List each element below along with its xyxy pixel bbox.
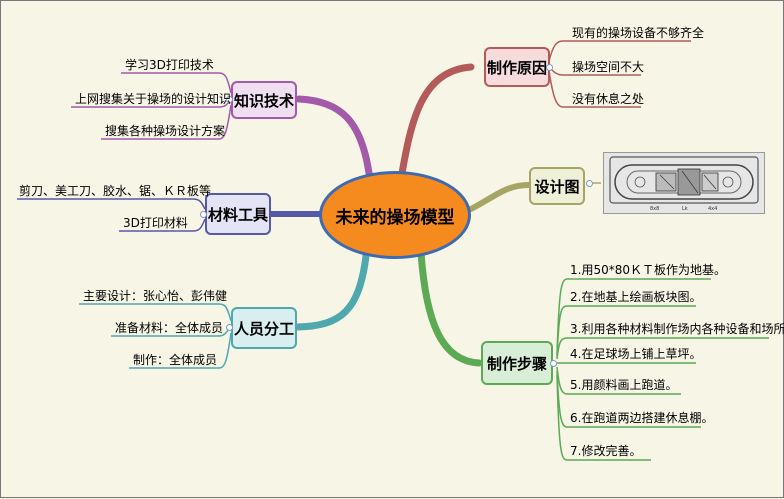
svg-text:4x4: 4x4 [708, 206, 717, 212]
node-reasons-label: 制作原因 [486, 58, 547, 77]
svg-text:8x8: 8x8 [650, 206, 659, 212]
svg-text:Lk: Lk [682, 206, 688, 212]
link-design [468, 182, 532, 212]
collapse-toggle-knowledge[interactable] [226, 96, 233, 103]
people-item[interactable]: 主要设计：张心怡、彭伟健 [83, 289, 228, 303]
central-topic-label: 未来的操场模型 [335, 207, 455, 228]
node-knowledge-label: 知识技术 [233, 91, 294, 110]
reason-item[interactable]: 现有的操场设备不够齐全 [572, 26, 705, 40]
node-steps[interactable]: 制作步骤 [481, 341, 553, 385]
collapse-toggle-materials[interactable] [200, 211, 207, 218]
node-knowledge[interactable]: 知识技术 [231, 81, 297, 119]
link-people [293, 252, 370, 331]
reason-item[interactable]: 操场空间不大 [572, 60, 645, 74]
central-topic[interactable]: 未来的操场模型 [319, 171, 471, 259]
collapse-toggle-reasons[interactable] [546, 64, 553, 71]
node-steps-label: 制作步骤 [486, 354, 547, 373]
node-reasons[interactable]: 制作原因 [484, 47, 550, 87]
step-item[interactable]: 3.利用各种材料制作场内各种设备和场所。 [570, 322, 784, 336]
knowledge-item[interactable]: 上网搜集关于操场的设计知识 [75, 92, 232, 106]
field-sketch-drawing: 8x8 Lk 4x4 [604, 153, 764, 213]
step-item[interactable]: 2.在地基上绘画板块图。 [570, 290, 702, 304]
node-design-label: 设计图 [534, 177, 580, 196]
node-people-label: 人员分工 [233, 319, 294, 338]
collapse-toggle-people[interactable] [226, 324, 233, 331]
collapse-toggle-design[interactable] [586, 180, 593, 187]
material-item[interactable]: 3D打印材料 [123, 216, 188, 230]
people-item[interactable]: 制作：全体成员 [133, 353, 218, 367]
material-item[interactable]: 剪刀、美工刀、胶水、锯、ＫＲ板等 [19, 184, 212, 198]
step-item[interactable]: 5.用颜料画上跑道。 [570, 378, 678, 392]
knowledge-item[interactable]: 学习3D打印技术 [125, 58, 214, 72]
node-materials-label: 材料工具 [207, 205, 268, 224]
link-knowledge [295, 95, 373, 177]
knowledge-item[interactable]: 搜集各种操场设计方案 [105, 124, 226, 138]
node-design[interactable]: 设计图 [529, 167, 585, 205]
link-reasons [397, 63, 475, 183]
people-item[interactable]: 准备材料：全体成员 [115, 321, 224, 335]
step-item[interactable]: 4.在足球场上铺上草坪。 [570, 347, 702, 361]
step-item[interactable]: 6.在跑道两边搭建休息棚。 [570, 411, 714, 425]
reason-item[interactable]: 没有休息之处 [572, 92, 645, 106]
node-people[interactable]: 人员分工 [231, 307, 297, 349]
node-materials[interactable]: 材料工具 [205, 193, 271, 235]
step-item[interactable]: 7.修改完善。 [570, 444, 642, 458]
step-item[interactable]: 1.用50*80ＫＴ板作为地基。 [570, 263, 726, 277]
collapse-toggle-steps[interactable] [550, 360, 557, 367]
link-steps [417, 249, 483, 367]
design-sketch-image[interactable]: 8x8 Lk 4x4 [603, 152, 765, 214]
